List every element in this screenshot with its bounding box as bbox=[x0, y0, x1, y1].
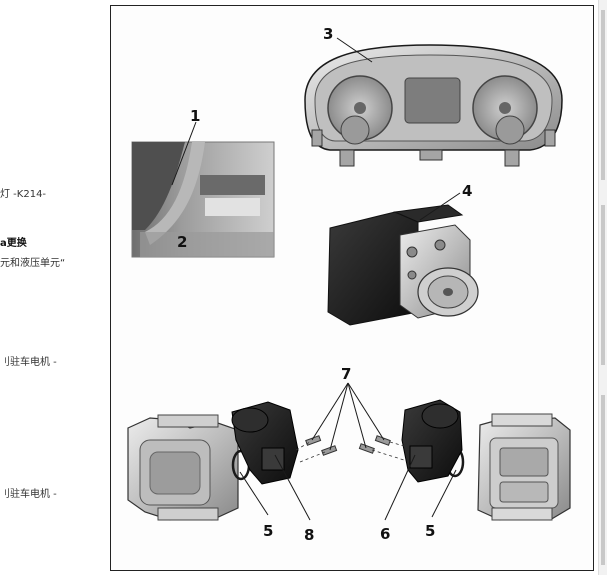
callout-7: 7 bbox=[341, 365, 351, 383]
callout-5-left: 5 bbox=[263, 522, 273, 540]
right-brake-caliper bbox=[477, 413, 571, 521]
scrollbar-track-segment bbox=[601, 205, 605, 365]
right-parking-brake-motor bbox=[401, 399, 463, 483]
left-brake-caliper bbox=[127, 414, 239, 521]
callout-2: 2 bbox=[177, 233, 187, 251]
callout-4: 4 bbox=[462, 182, 472, 200]
callout-3: 3 bbox=[323, 25, 333, 43]
callout-5-right: 5 bbox=[425, 522, 435, 540]
abs-hydraulic-unit bbox=[327, 204, 479, 326]
scrollbar-track-segment bbox=[601, 395, 605, 565]
side-note-1: 灯 -K214- bbox=[0, 189, 47, 200]
callout-6: 6 bbox=[380, 525, 390, 543]
callout-1: 1 bbox=[190, 107, 200, 125]
side-note-3: 元和液压单元“ bbox=[0, 258, 66, 269]
side-note-2: a更换 bbox=[0, 238, 27, 249]
scrollbar-thumb[interactable] bbox=[601, 10, 605, 180]
left-parking-brake-motor bbox=[231, 401, 299, 485]
mounting-screws bbox=[305, 435, 391, 456]
assembly-lines bbox=[295, 441, 405, 463]
leader-lines bbox=[171, 37, 461, 521]
side-note-4: 刂驻车电机 - bbox=[0, 357, 57, 368]
warning-lamp-photo-inset bbox=[131, 141, 275, 258]
side-note-5: 刂驻车电机 - bbox=[0, 489, 57, 500]
callout-8: 8 bbox=[304, 526, 314, 544]
instrument-cluster bbox=[304, 44, 563, 167]
scrollbar[interactable] bbox=[598, 0, 607, 575]
